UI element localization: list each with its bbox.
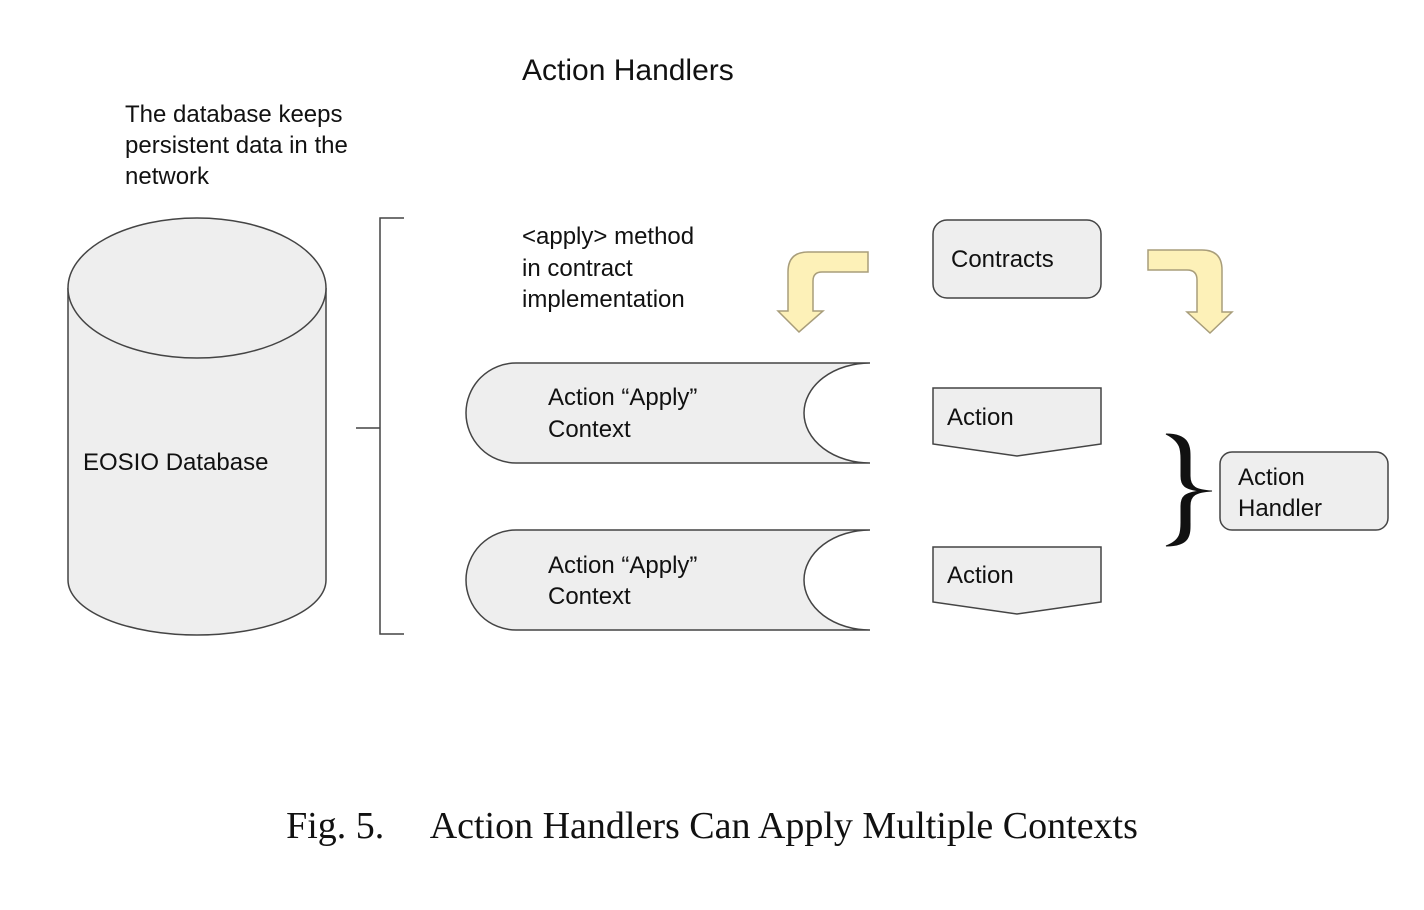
apply-context-top-line-1: Action “Apply”	[548, 384, 697, 411]
action-handler-label: Action Handler	[1238, 464, 1322, 522]
database-note-line-2: persistent data in the	[125, 132, 348, 159]
action-top-shape	[932, 387, 1102, 457]
database-label: EOSIO Database	[83, 449, 268, 476]
database-note-line-1: The database keeps	[125, 101, 343, 128]
apply-context-top-line-2: Context	[548, 416, 631, 443]
database-note: The database keeps persistent data in th…	[125, 101, 354, 190]
apply-context-top-label: Action “Apply” Context	[548, 384, 704, 443]
apply-note-line-2: in contract	[522, 255, 633, 282]
database-cylinder-body	[67, 288, 327, 636]
grouping-bracket	[356, 217, 404, 635]
apply-context-bottom-line-2: Context	[548, 583, 631, 610]
apply-context-top-shape	[465, 362, 871, 464]
apply-context-bottom-label: Action “Apply” Context	[548, 552, 704, 610]
apply-method-note: <apply> method in contract implementatio…	[522, 223, 701, 313]
action-handler-box	[1219, 451, 1389, 531]
apply-context-bottom-line-1: Action “Apply”	[548, 552, 697, 579]
contracts-label: Contracts	[951, 246, 1054, 273]
curved-arrow-left-icon	[776, 251, 869, 334]
action-bottom-label: Action	[947, 562, 1014, 589]
curly-brace-icon	[1165, 433, 1213, 547]
apply-note-line-1: <apply> method	[522, 223, 694, 250]
figure-caption: Fig. 5. Action Handlers Can Apply Multip…	[286, 805, 1138, 847]
action-handler-line-1: Action	[1238, 464, 1305, 491]
database-cylinder-top	[67, 217, 327, 359]
apply-context-bottom-shape	[465, 529, 871, 631]
contracts-box	[932, 219, 1102, 299]
database-cylinder	[67, 217, 327, 636]
action-top-label: Action	[947, 404, 1014, 431]
action-bottom-shape	[932, 546, 1102, 615]
apply-note-line-3: implementation	[522, 286, 685, 313]
database-note-line-3: network	[125, 163, 210, 190]
action-handler-line-2: Handler	[1238, 495, 1322, 522]
diagram-title: Action Handlers	[522, 54, 734, 87]
curved-arrow-right-icon	[1147, 249, 1234, 335]
